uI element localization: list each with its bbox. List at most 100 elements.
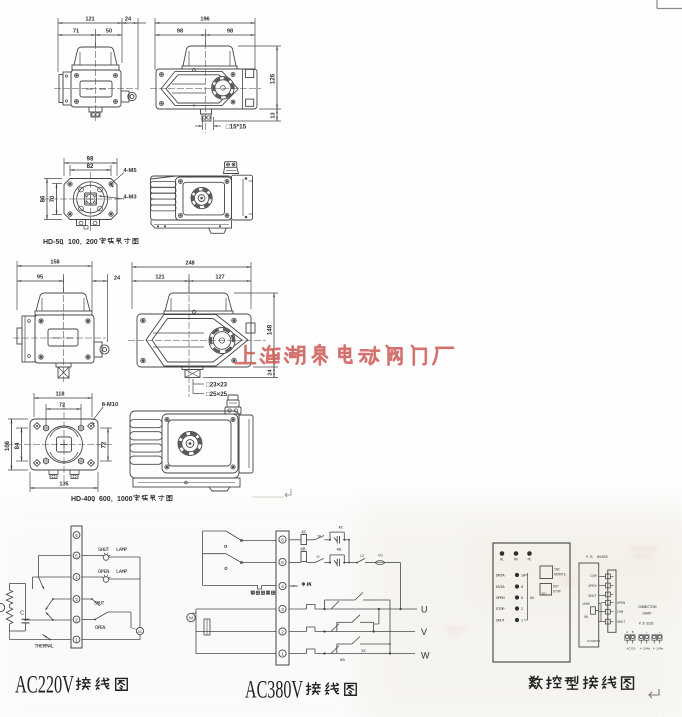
svg-text:ML: ML [500, 558, 504, 562]
svg-text:ACTUATOR: ACTUATOR [587, 640, 600, 643]
svg-text:,: , [111, 497, 113, 503]
svg-text:THERMAL: THERMAL [34, 644, 53, 650]
svg-text:SHUT: SHUT [496, 620, 505, 624]
svg-text:2: 2 [281, 630, 284, 635]
svg-text:2: 2 [75, 618, 78, 623]
svg-text:86: 86 [41, 195, 47, 202]
svg-text:KC: KC [301, 532, 307, 536]
svg-text:-: - [654, 630, 655, 634]
svg-text:LAMP: LAMP [116, 569, 127, 575]
svg-text:6: 6 [281, 538, 284, 543]
svg-text:50: 50 [106, 29, 112, 35]
svg-text:V: V [421, 627, 427, 637]
svg-text:STOP: STOP [553, 590, 561, 594]
svg-text:121: 121 [85, 17, 94, 23]
svg-text:127: 127 [215, 275, 224, 281]
svg-text:CHART: CHART [642, 613, 651, 617]
svg-text:SHUT: SHUT [588, 595, 596, 599]
svg-text:B: B [632, 630, 634, 634]
svg-text:KB: KB [300, 549, 306, 553]
svg-text:LZ: LZ [360, 554, 364, 558]
svg-text:158: 158 [50, 260, 59, 266]
svg-text:4-M3: 4-M3 [123, 195, 137, 201]
svg-text:KB: KB [340, 659, 345, 663]
svg-text:AC220: AC220 [627, 648, 636, 651]
svg-text:24: 24 [114, 276, 121, 282]
svg-text:24: 24 [268, 370, 274, 376]
svg-text:YB: YB [317, 535, 321, 539]
svg-text:OPEN: OPEN [588, 585, 596, 589]
svg-text:6: 6 [75, 533, 78, 538]
svg-text:REMOTE: REMOTE [554, 573, 566, 577]
svg-text:3: 3 [281, 607, 284, 612]
svg-text:□15*15: □15*15 [226, 124, 247, 131]
svg-text:5: 5 [281, 560, 284, 565]
svg-text:200: 200 [86, 239, 98, 246]
svg-text:98: 98 [227, 29, 233, 35]
svg-text:CONNECTION: CONNECTION [638, 606, 656, 610]
svg-text:8: 8 [521, 585, 523, 589]
svg-text:3: 3 [75, 597, 78, 602]
svg-text:FU: FU [378, 555, 382, 559]
svg-text:600: 600 [99, 496, 111, 503]
svg-text:-: - [641, 630, 642, 634]
svg-text:248: 248 [185, 261, 194, 267]
svg-text:OPEN: OPEN [98, 569, 109, 575]
svg-text:1: 1 [75, 638, 78, 643]
svg-text:135: 135 [59, 482, 68, 488]
svg-text:72: 72 [102, 441, 108, 448]
svg-text:□25×25: □25×25 [206, 391, 228, 398]
svg-text:INC: INC [554, 568, 560, 572]
svg-text:72: 72 [59, 403, 65, 409]
svg-text:1: 1 [521, 619, 523, 623]
svg-text:4-20Ma: 4-20Ma [653, 648, 664, 651]
svg-text:BOARD: BOARD [597, 556, 608, 560]
svg-text:6: 6 [521, 596, 523, 600]
svg-text:MO: MO [514, 558, 518, 562]
svg-text:70: 70 [50, 195, 56, 202]
svg-text:W: W [421, 651, 430, 661]
svg-text:MC: MC [528, 558, 532, 562]
svg-text:P.B: P.B [586, 556, 593, 560]
svg-text:DVIA: DVIA [496, 586, 505, 590]
svg-text:COM: COM [617, 611, 623, 615]
svg-text:100: 100 [68, 239, 80, 246]
svg-text:+: + [646, 630, 648, 634]
svg-text:P.B SIZE: P.B SIZE [639, 622, 654, 626]
svg-text:□23×23: □23×23 [206, 382, 228, 389]
svg-text:OPEN: OPEN [95, 625, 106, 631]
svg-text:13: 13 [271, 112, 277, 118]
svg-text:,: , [62, 240, 64, 246]
svg-text:+: + [659, 630, 661, 634]
svg-text:5: 5 [75, 554, 78, 559]
svg-text:DRTA: DRTA [496, 575, 505, 579]
svg-text:24: 24 [125, 17, 132, 23]
svg-text:SHUT: SHUT [94, 601, 105, 607]
svg-text:HD-50: HD-50 [43, 239, 63, 246]
svg-text:100%: 100% [582, 602, 590, 606]
svg-text:OPEN: OPEN [617, 602, 625, 606]
svg-text:82: 82 [87, 164, 94, 170]
svg-text:KC: KC [362, 650, 367, 654]
svg-text:C: C [20, 611, 24, 617]
svg-text:121: 121 [155, 275, 164, 281]
svg-text:YC: YC [316, 555, 320, 559]
svg-text:95: 95 [37, 275, 43, 281]
svg-text:ON: ON [584, 615, 588, 619]
svg-text:148: 148 [267, 324, 274, 335]
svg-text:LAMP: LAMP [116, 547, 127, 553]
svg-text:COM: COM [590, 575, 596, 579]
svg-text:U: U [421, 605, 428, 615]
svg-text:KC: KC [339, 527, 344, 531]
svg-text:10: 10 [521, 574, 525, 578]
svg-text:STOP: STOP [496, 608, 505, 612]
svg-text:4: 4 [281, 584, 284, 589]
svg-text:SEL: SEL [542, 592, 548, 596]
svg-text:DST: DST [553, 585, 559, 589]
svg-text:SHUT: SHUT [617, 621, 625, 625]
svg-text:,: , [80, 240, 82, 246]
svg-text:1000: 1000 [117, 496, 133, 503]
svg-text:4-20Ma: 4-20Ma [640, 648, 651, 651]
svg-text:HD-400: HD-400 [71, 496, 95, 503]
svg-text:SHUT: SHUT [98, 547, 110, 553]
